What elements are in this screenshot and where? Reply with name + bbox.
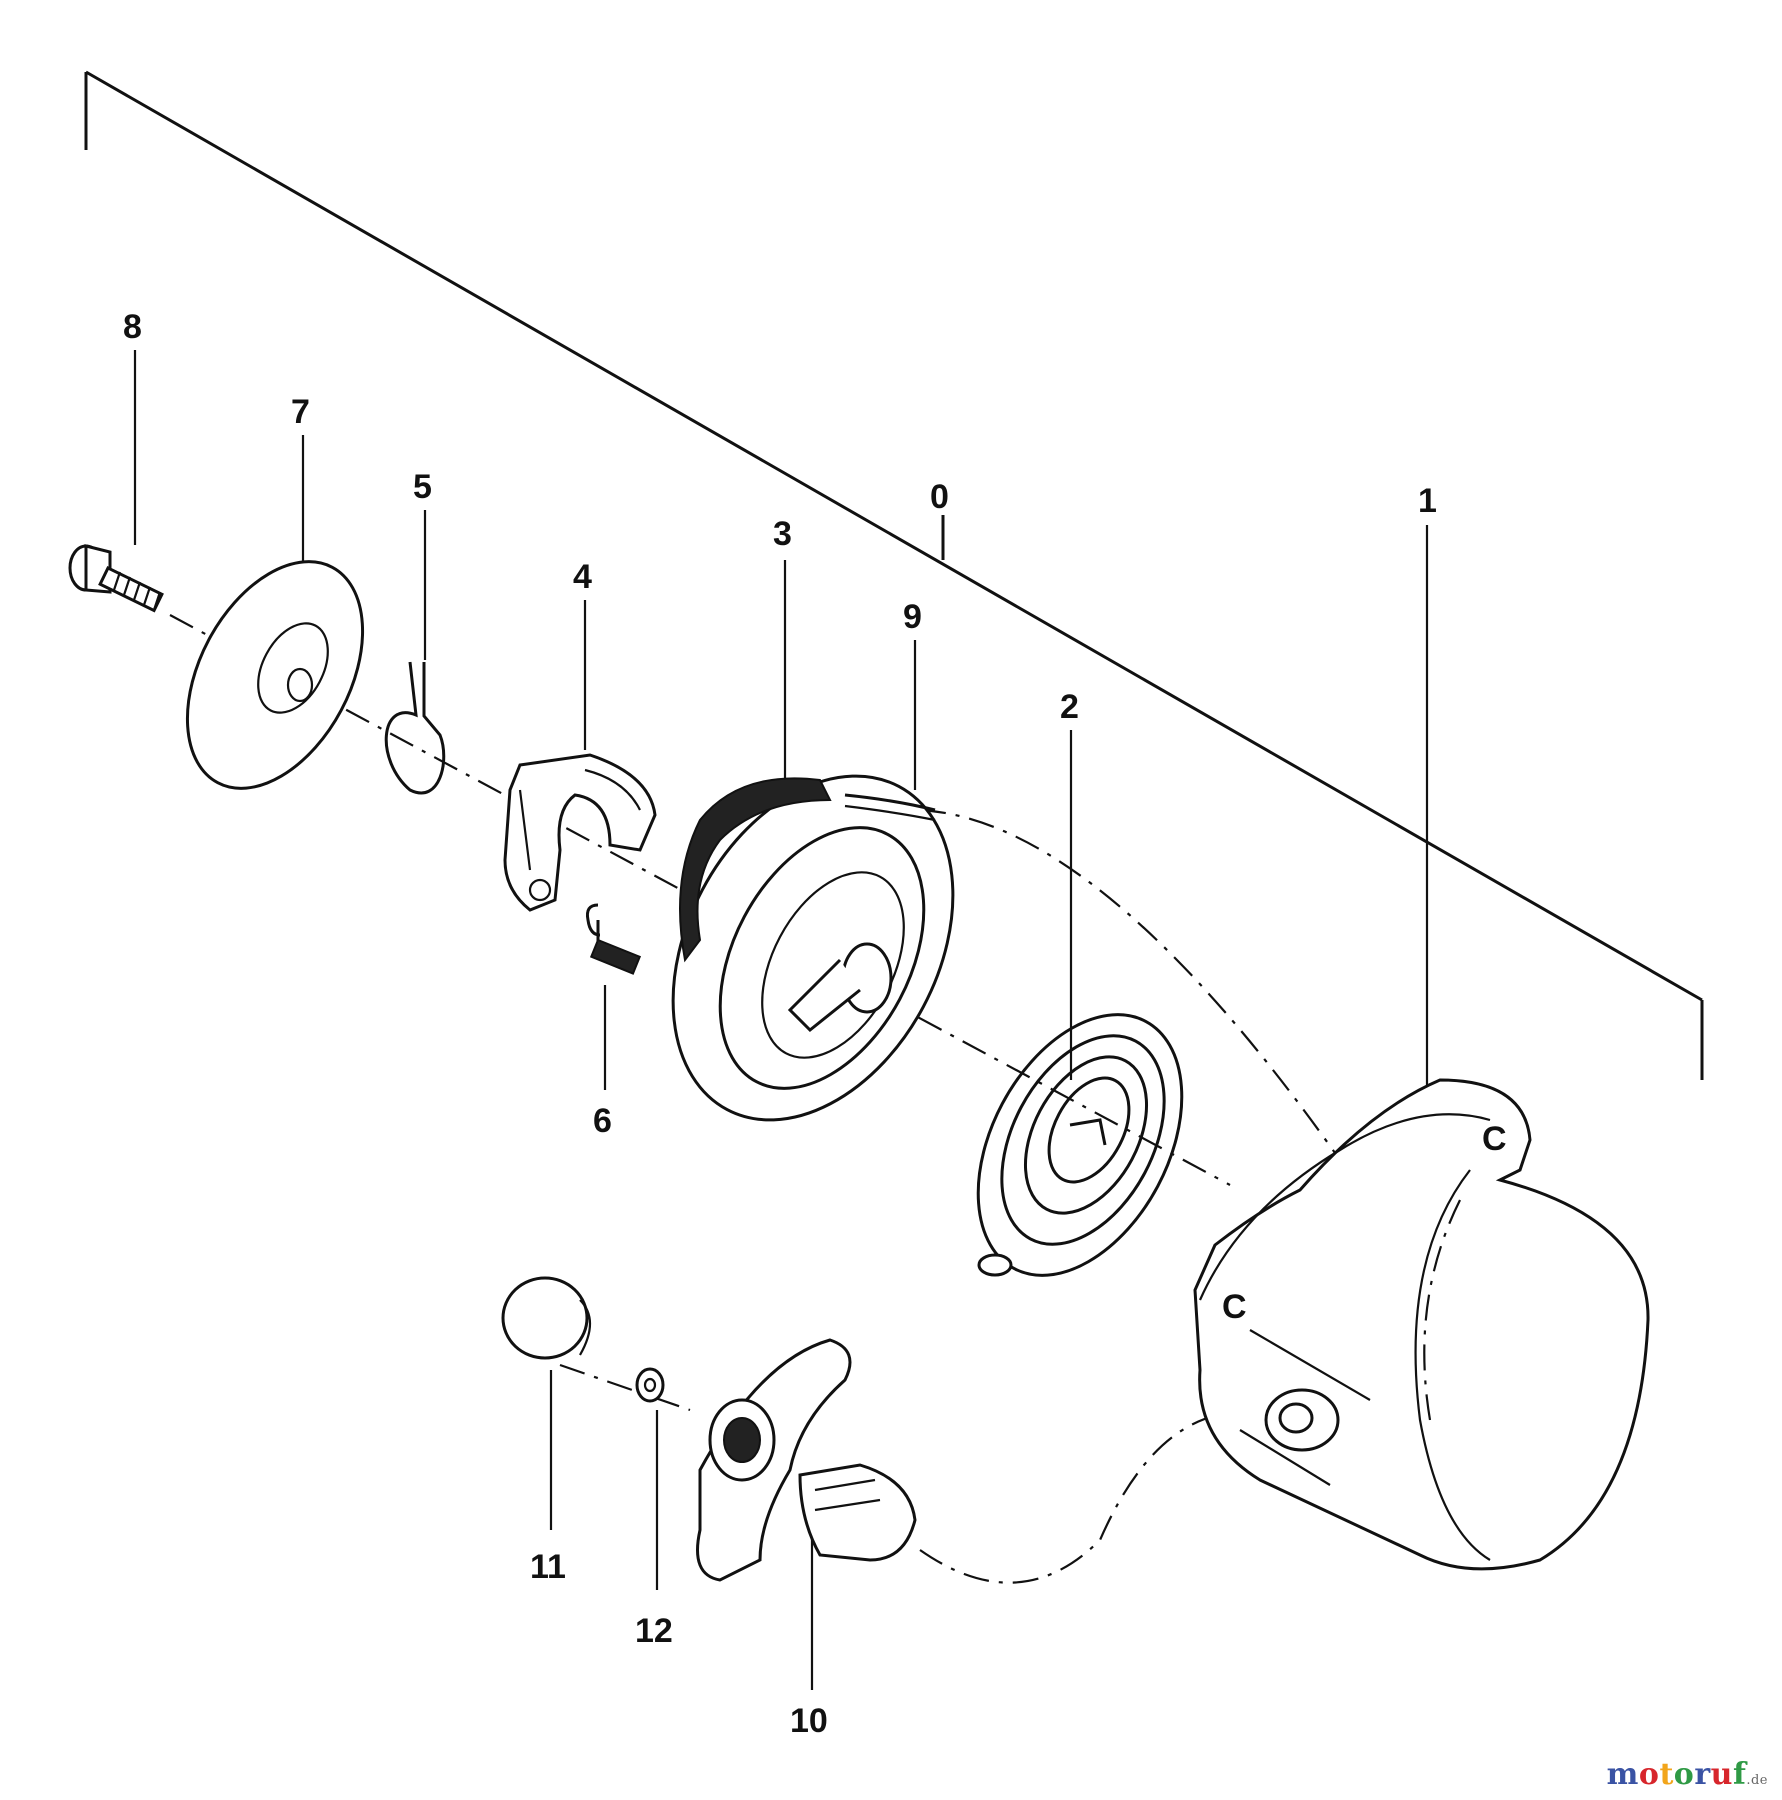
label-part-10: 10	[790, 1702, 828, 1740]
watermark-letter: r	[1694, 1757, 1711, 1792]
svg-text:C: C	[1222, 1288, 1247, 1326]
motoruf-watermark-logo: motoruf.de	[1607, 1757, 1768, 1792]
part-12-washer	[635, 1367, 665, 1403]
assembly-bracket	[84, 70, 1704, 1080]
part-4-pawl	[503, 753, 657, 912]
label-part-7: 7	[291, 393, 310, 431]
label-part-0: 0	[930, 478, 949, 516]
part-6-spring	[586, 903, 642, 975]
label-part-3: 3	[773, 515, 792, 553]
part-5-clip	[384, 661, 446, 795]
label-part-5: 5	[413, 468, 432, 506]
label-part-9: 9	[903, 598, 922, 636]
watermark-letter: f	[1732, 1757, 1747, 1792]
svg-text:C: C	[1482, 1120, 1507, 1158]
part-1-housing: C C	[1193, 1078, 1650, 1571]
label-part-6: 6	[593, 1102, 612, 1140]
watermark-letter: o	[1673, 1757, 1695, 1792]
part-11-cap	[501, 1276, 591, 1360]
watermark-letter: t	[1659, 1757, 1674, 1792]
part-9-rope	[844, 793, 936, 822]
label-part-2: 2	[1060, 688, 1079, 726]
label-part-12: 12	[635, 1612, 673, 1650]
watermark-letter: u	[1710, 1757, 1733, 1792]
label-part-1: 1	[1418, 482, 1437, 520]
part-7-plate	[185, 560, 365, 790]
watermark-suffix: .de	[1746, 1773, 1768, 1788]
part-3-pulley	[671, 774, 955, 1122]
watermark-letter: o	[1638, 1757, 1660, 1792]
part-10-handle	[696, 1338, 917, 1582]
watermark-letter: m	[1606, 1757, 1639, 1792]
label-part-8: 8	[123, 308, 142, 346]
part-2-spring	[976, 1013, 1184, 1277]
label-part-4: 4	[573, 558, 592, 596]
part-number-labels: 0 1 2 3 4 5 6 7 8 9 10 11 12	[123, 308, 1437, 1740]
label-part-11: 11	[530, 1548, 566, 1586]
part-8-screw	[68, 544, 164, 613]
